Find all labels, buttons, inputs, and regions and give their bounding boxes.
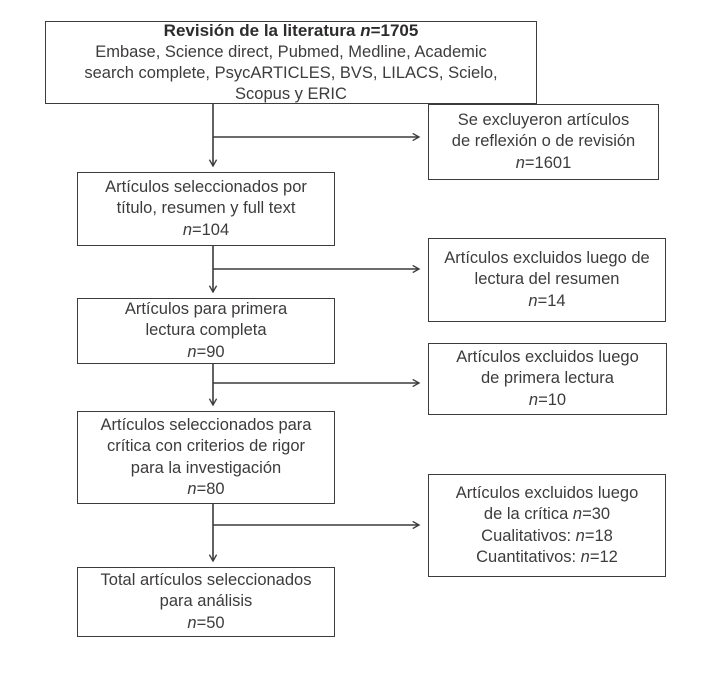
- box-literature-review-sources: Embase, Science direct, Pubmed, Medline,…: [84, 42, 498, 103]
- box-literature-review: Revisión de la literatura n=1705 Embase,…: [45, 21, 537, 104]
- box-literature-review-title: Revisión de la literatura n=1705: [163, 20, 419, 40]
